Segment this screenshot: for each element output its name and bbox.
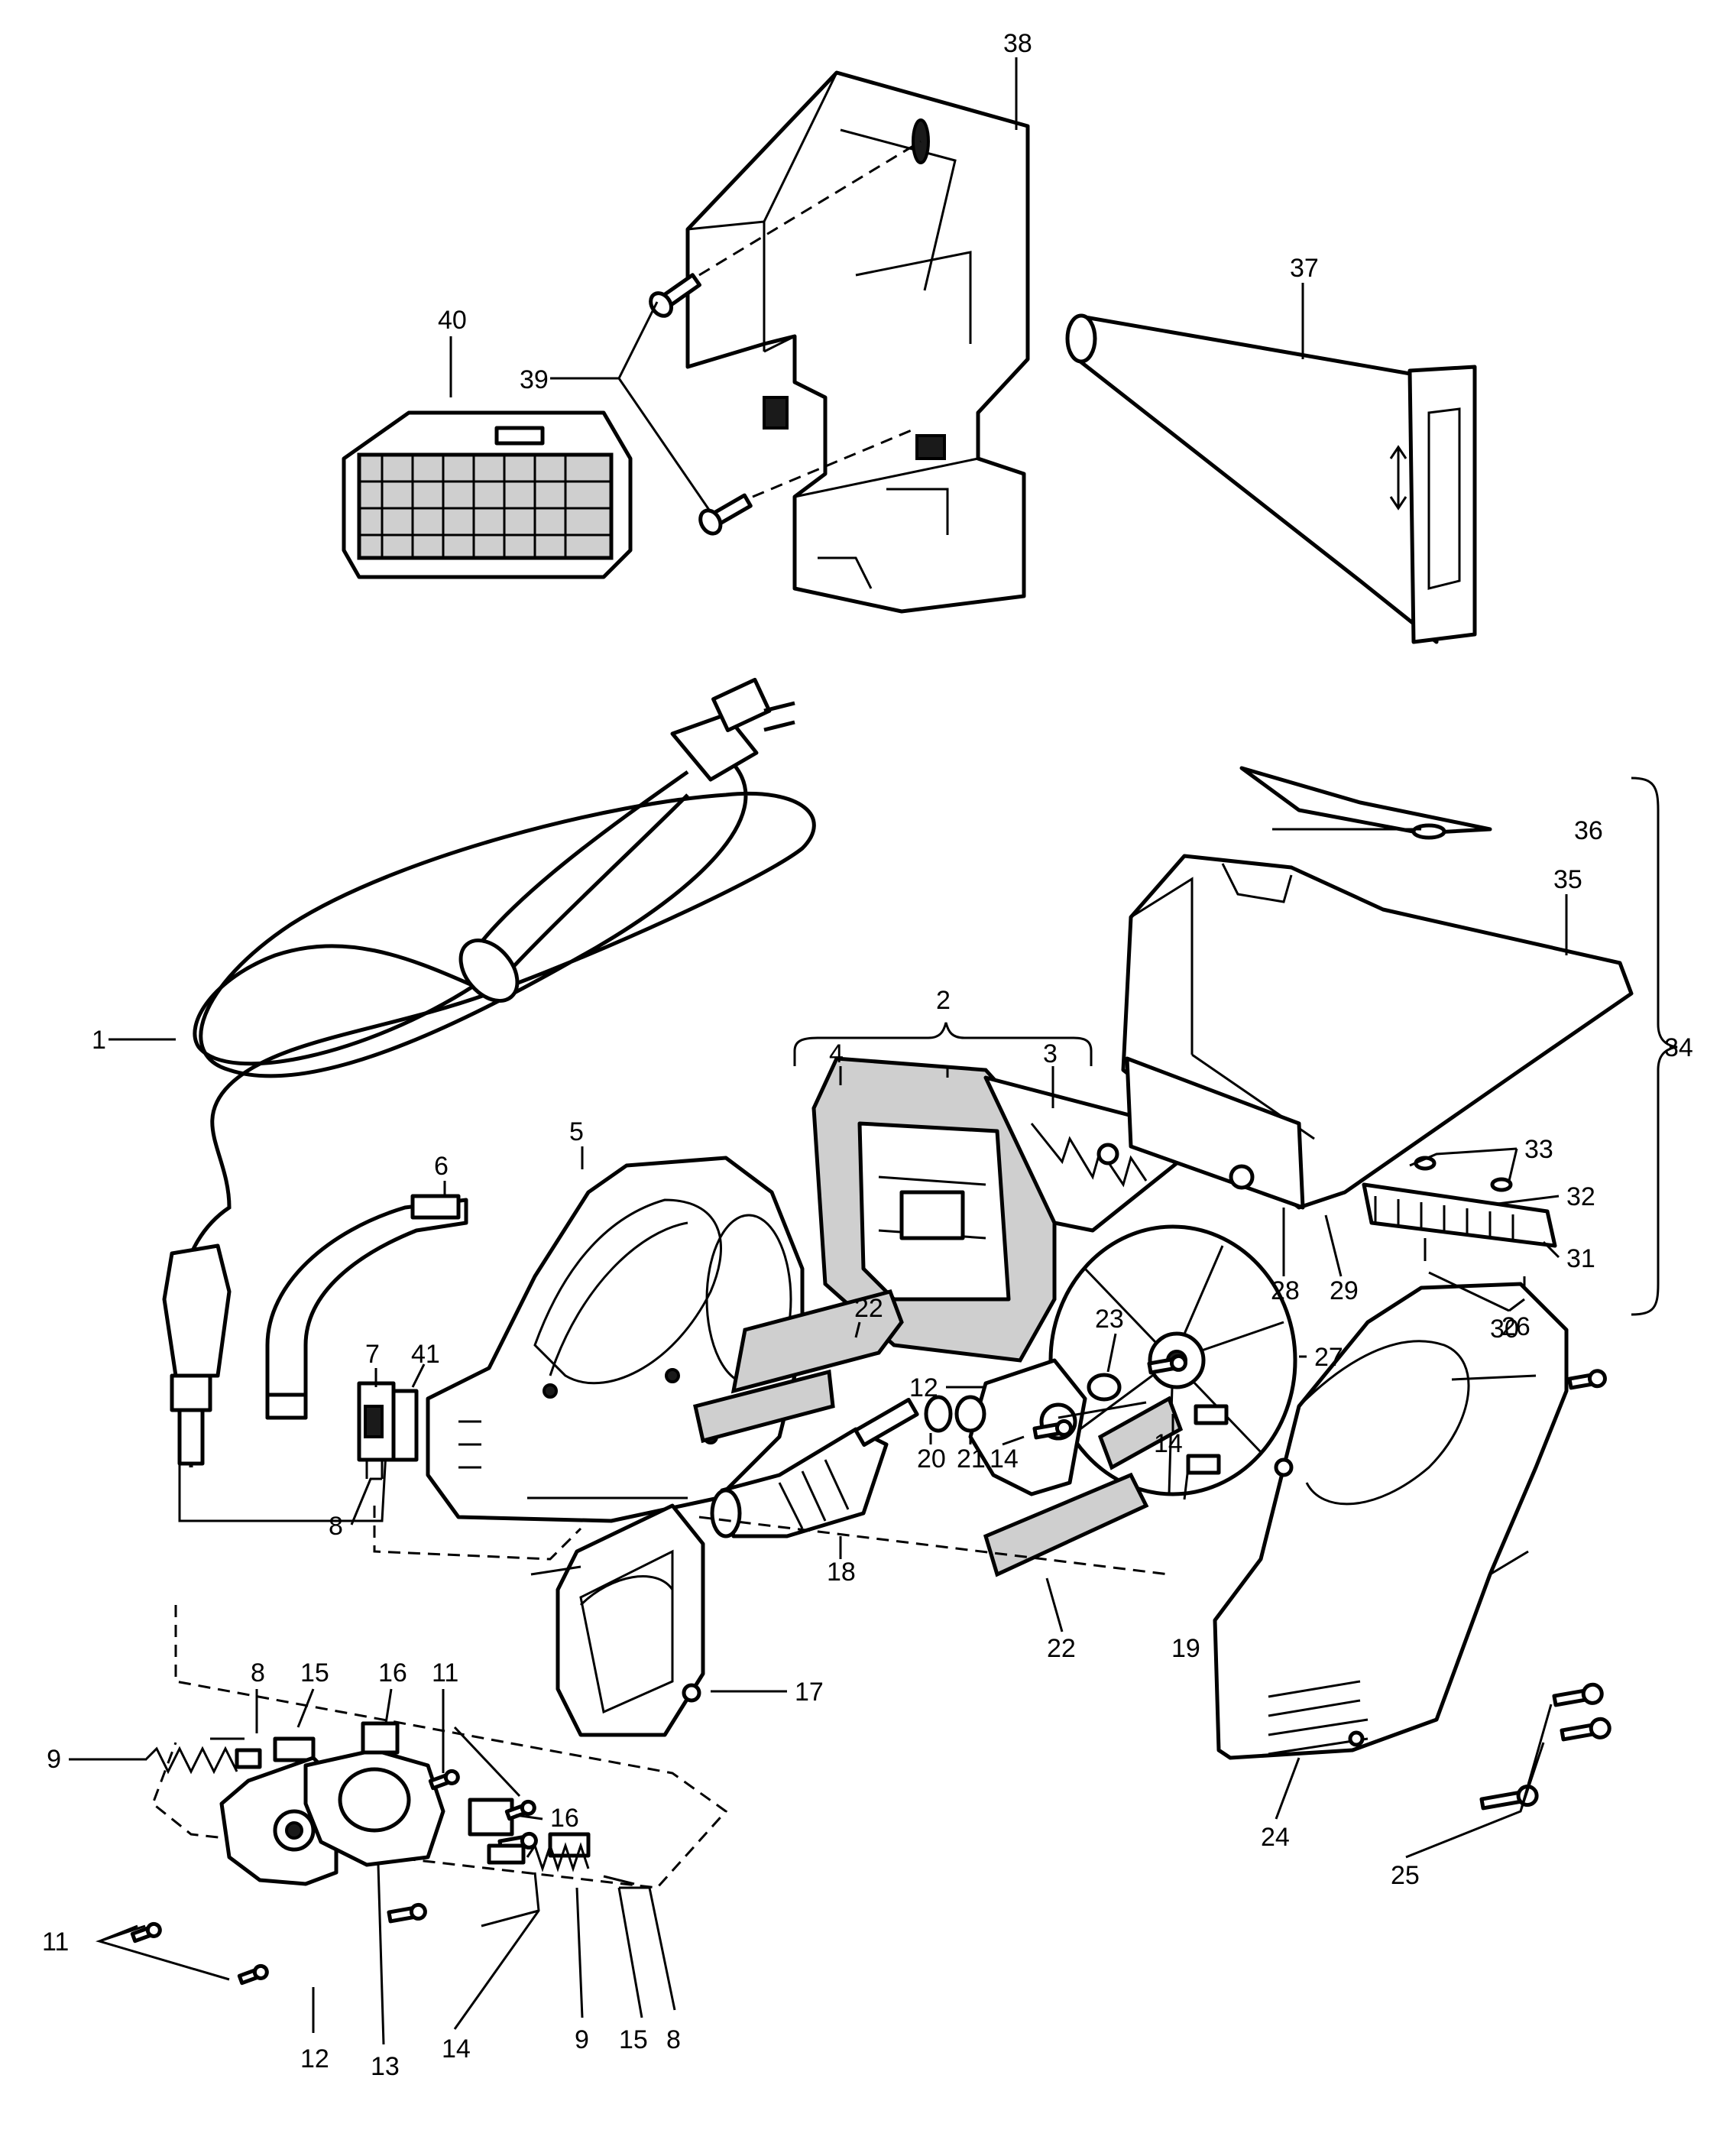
callout-33: 33 — [1524, 1135, 1553, 1164]
callout-26: 26 — [1501, 1312, 1531, 1341]
callout-15-a: 15 — [300, 1658, 329, 1688]
screws-14 — [387, 1354, 1187, 1924]
callout-37: 37 — [1290, 254, 1319, 283]
callout-22-a: 22 — [854, 1294, 883, 1323]
callout-14-b: 14 — [990, 1444, 1019, 1474]
callout-18: 18 — [827, 1558, 856, 1587]
callout-4: 4 — [829, 1039, 844, 1068]
callout-15-b: 15 — [619, 2025, 648, 2054]
callout-8-a: 8 — [329, 1512, 343, 1541]
nozzle-strip-36 — [1239, 766, 1492, 840]
callout-23: 23 — [1095, 1305, 1124, 1334]
callout-2: 2 — [936, 986, 951, 1015]
bracket-34 — [1631, 776, 1678, 1316]
callout-39: 39 — [520, 365, 549, 394]
callout-29: 29 — [1330, 1276, 1359, 1305]
leader-lines — [69, 57, 1568, 2045]
armature-18 — [710, 1397, 919, 1538]
callout-35: 35 — [1553, 865, 1582, 894]
callout-19: 19 — [1171, 1634, 1200, 1663]
callout-12-b: 12 — [300, 2044, 329, 2073]
callout-22-b: 22 — [1047, 1634, 1076, 1663]
callout-labels: 38 37 40 39 36 35 34 2 3 4 1 5 6 7 41 8 … — [42, 29, 1693, 2081]
callout-14-a: 14 — [1154, 1429, 1183, 1458]
callout-31: 31 — [1566, 1244, 1595, 1273]
callout-6: 6 — [434, 1152, 449, 1181]
callout-34: 34 — [1664, 1033, 1693, 1062]
callout-9-b: 9 — [575, 2025, 589, 2054]
callout-1: 1 — [92, 1026, 106, 1055]
power-cord-1 — [162, 677, 816, 1467]
callout-7: 7 — [365, 1340, 380, 1369]
callout-11-a: 11 — [432, 1658, 458, 1688]
callout-13: 13 — [371, 2052, 400, 2081]
callout-5: 5 — [569, 1117, 584, 1146]
screws-39 — [649, 140, 922, 536]
washers-20-21 — [924, 1395, 986, 1433]
crevice-tool-37 — [1065, 313, 1477, 644]
callout-20: 20 — [917, 1444, 946, 1474]
agitator-strip-31 — [1362, 1156, 1557, 1299]
callout-25: 25 — [1391, 1861, 1420, 1890]
dirt-cup-35 — [1096, 854, 1634, 1210]
callout-21: 21 — [957, 1444, 986, 1474]
callout-41: 41 — [411, 1340, 440, 1369]
callout-32: 32 — [1566, 1182, 1595, 1211]
dusting-brush-40 — [342, 410, 633, 579]
field-coil-17 — [530, 1503, 705, 1737]
wall-bracket-38 — [685, 70, 1030, 614]
brush-holder-assembly — [130, 1506, 1170, 1986]
callout-14-c: 14 — [442, 2034, 471, 2064]
callout-12-a: 12 — [909, 1373, 938, 1402]
switch-7 — [357, 1381, 419, 1479]
wire-lead-6 — [178, 1194, 468, 1522]
motor-housing-24 — [1213, 1282, 1569, 1760]
callout-40: 40 — [438, 306, 467, 335]
callout-24: 24 — [1261, 1823, 1290, 1852]
callout-38: 38 — [1003, 29, 1032, 58]
callout-9-a: 9 — [47, 1745, 61, 1774]
callout-27: 27 — [1314, 1343, 1343, 1372]
callout-11-b: 11 — [42, 1927, 69, 1957]
callout-16-b: 16 — [550, 1804, 579, 1833]
callout-8-c: 8 — [666, 2025, 681, 2054]
callout-3: 3 — [1043, 1039, 1058, 1068]
callout-28: 28 — [1271, 1276, 1300, 1305]
callout-17: 17 — [795, 1678, 824, 1707]
foam-filter-22 — [693, 1289, 1184, 1577]
callout-16-a: 16 — [378, 1658, 407, 1688]
callout-36: 36 — [1574, 816, 1603, 845]
filter-assembly-2 — [811, 1056, 1190, 1363]
bracket-2 — [793, 1022, 1093, 1066]
callout-8-b: 8 — [251, 1658, 265, 1688]
carbon-brushes-19 — [1186, 1404, 1229, 1475]
callout-30: 30 — [1490, 1315, 1519, 1344]
